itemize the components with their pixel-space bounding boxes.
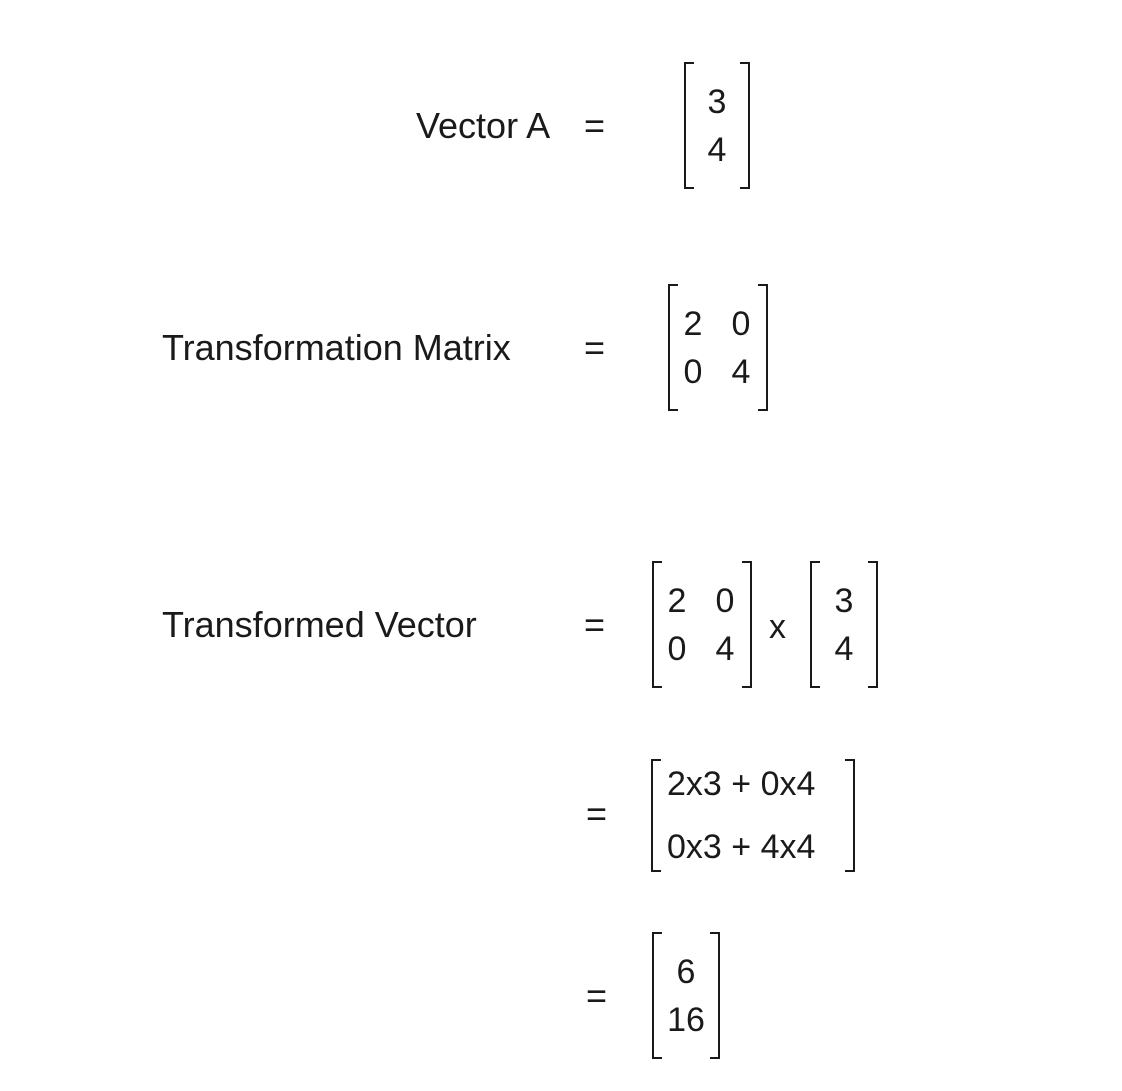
expanded-vector: 2x3 + 0x4 0x3 + 4x4 bbox=[651, 759, 855, 872]
left-bracket bbox=[652, 932, 662, 1059]
vector-a-entry-1: 3 bbox=[707, 83, 727, 121]
left-bracket bbox=[652, 561, 662, 688]
matrix-entry-2-1: 0 bbox=[667, 630, 687, 668]
right-bracket bbox=[868, 561, 878, 688]
multiply-operator: x bbox=[769, 608, 786, 646]
matrix-entry-1-2: 0 bbox=[731, 305, 751, 343]
matrix-entry-1-1: 2 bbox=[683, 305, 703, 343]
transformation-matrix: 2 0 0 4 bbox=[668, 284, 768, 411]
matrix-entry-2-2: 4 bbox=[731, 353, 751, 391]
matrix-entry-2-1: 0 bbox=[683, 353, 703, 391]
expanded-entry-1: 2x3 + 0x4 bbox=[667, 765, 816, 803]
left-bracket bbox=[668, 284, 678, 411]
vector-a-entry-2: 4 bbox=[707, 131, 727, 169]
right-bracket bbox=[758, 284, 768, 411]
right-bracket bbox=[742, 561, 752, 688]
transformed-vector-equals: = bbox=[584, 604, 606, 645]
expanded-entry-2: 0x3 + 4x4 bbox=[667, 828, 816, 866]
left-bracket bbox=[810, 561, 820, 688]
right-bracket bbox=[740, 62, 750, 189]
expanded-equals: = bbox=[586, 793, 608, 834]
right-bracket bbox=[710, 932, 720, 1059]
transformed-vector-vector: 3 4 bbox=[810, 561, 878, 688]
matrix-entry-2-2: 4 bbox=[715, 630, 735, 668]
vector-a-matrix: 3 4 bbox=[684, 62, 750, 189]
result-equals: = bbox=[586, 975, 608, 1016]
matrix-entry-1-1: 2 bbox=[667, 582, 687, 620]
left-bracket bbox=[651, 759, 661, 872]
vector-a-equals: = bbox=[584, 105, 606, 146]
result-entry-2: 16 bbox=[667, 1001, 705, 1039]
transformed-vector-label: Transformed Vector bbox=[162, 604, 477, 645]
transformation-matrix-equals: = bbox=[584, 327, 606, 368]
left-bracket bbox=[684, 62, 694, 189]
vector-entry-1: 3 bbox=[834, 582, 854, 620]
transformed-vector-matrix: 2 0 0 4 bbox=[652, 561, 752, 688]
vector-entry-2: 4 bbox=[834, 630, 854, 668]
vector-a-label: Vector A bbox=[416, 105, 551, 146]
right-bracket bbox=[845, 759, 855, 872]
result-entry-1: 6 bbox=[676, 953, 696, 991]
matrix-entry-1-2: 0 bbox=[715, 582, 735, 620]
transformation-matrix-label: Transformation Matrix bbox=[162, 327, 511, 368]
result-vector: 6 16 bbox=[652, 932, 720, 1059]
